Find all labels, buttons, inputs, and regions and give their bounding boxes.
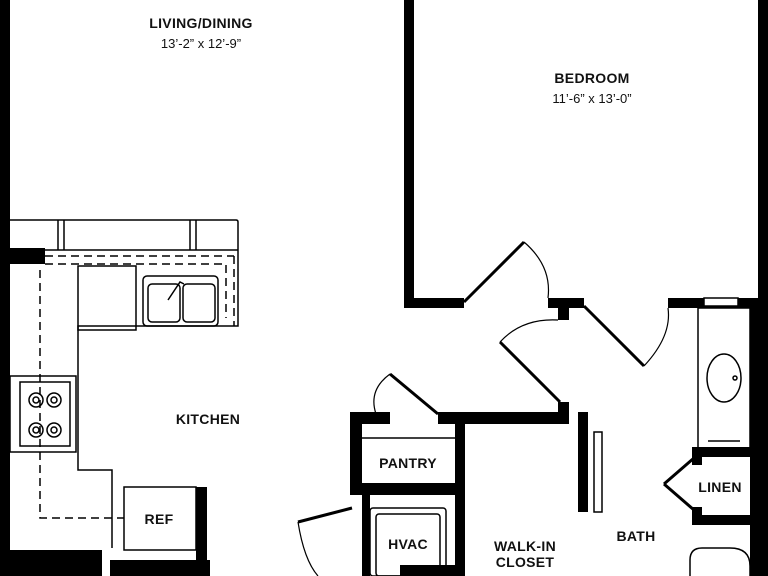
wall-kitchen-stub	[0, 248, 45, 264]
pantry-label: PANTRY	[379, 455, 437, 471]
wall-closet-jamb	[558, 402, 569, 424]
bath-vanity	[697, 307, 751, 449]
burner-inner	[32, 396, 40, 404]
wall-pantry-bottom	[350, 483, 460, 495]
bath-label: BATH	[616, 528, 656, 544]
kitchen-sink	[142, 275, 219, 327]
bedroom-size: 11’-6” x 13’-0”	[552, 91, 632, 106]
wall-linen-jamb-top	[692, 447, 702, 465]
bedroom-label: BEDROOM	[554, 70, 630, 86]
wall-bedroom-left	[404, 0, 414, 308]
wall-bath-top	[668, 298, 698, 308]
pantry-door	[389, 372, 439, 416]
linen-door-upper	[663, 456, 695, 486]
burner-inner	[50, 396, 58, 404]
wall-bottom-left	[0, 550, 102, 576]
linen-label: LINEN	[698, 479, 742, 495]
closet-door	[498, 340, 562, 404]
burner	[28, 422, 44, 438]
door-swings	[297, 241, 670, 576]
burner-inner	[50, 426, 58, 434]
bedroom-door-swing	[523, 241, 550, 299]
wall-hvac-left	[362, 495, 370, 576]
closet-door-swing	[499, 319, 559, 343]
hvac-door-swing	[297, 521, 319, 576]
kitchen-stove-frame	[9, 375, 77, 453]
hvac-unit	[369, 507, 447, 576]
burner	[28, 392, 44, 408]
ref-label: REF	[144, 511, 174, 527]
bath-sink	[706, 353, 742, 403]
living-dining-label: LIVING/DINING	[149, 15, 253, 31]
kitchen-label: KITCHEN	[175, 411, 241, 427]
bedroom-door	[462, 240, 526, 304]
hvac-door	[297, 506, 353, 524]
upper-cabinets	[39, 255, 235, 519]
bath-faucet	[732, 375, 738, 381]
wall-bottom-closet	[400, 565, 455, 576]
pantry-door-swing	[373, 373, 391, 415]
burner-inner	[32, 426, 40, 434]
wall-pantry-left	[350, 412, 362, 492]
burner	[46, 392, 62, 408]
sink-faucet	[167, 281, 185, 301]
bath-door-swing	[643, 307, 670, 367]
sink-basin-right	[182, 283, 216, 323]
wall-bedroom-bottom-left	[404, 298, 464, 308]
doors	[297, 240, 695, 524]
kitchen-counter	[10, 219, 239, 548]
hvac-unit-inner	[375, 513, 441, 576]
wall-bedroom-jamb-post	[558, 298, 569, 320]
wall-ref-right	[196, 487, 207, 562]
bath-door	[582, 304, 646, 368]
wall-bottom-mid	[110, 560, 210, 576]
bath-window	[703, 297, 739, 307]
burner	[46, 422, 62, 438]
wall-closet-top	[438, 412, 568, 424]
wall-bath-right	[750, 298, 768, 576]
kitchen-stove	[19, 381, 71, 447]
fixtures	[9, 219, 751, 576]
wall-linen-jamb-bottom	[692, 507, 702, 525]
wall-pantry-top-left	[350, 412, 390, 424]
linen-door-lower	[663, 482, 695, 512]
sink-basin-left	[147, 283, 181, 323]
wall-linen-top	[692, 447, 768, 457]
closet-door-panel	[593, 431, 603, 513]
bath-toilet	[689, 547, 751, 576]
wall-left-exterior	[0, 0, 10, 576]
wall-right-exterior	[758, 0, 768, 576]
hvac-label: HVAC	[388, 536, 428, 552]
kitchen-dishwasher	[77, 265, 137, 331]
wall-bath-left	[578, 412, 588, 512]
wall-linen-bottom	[692, 515, 768, 525]
living-dining-size: 13’-2” x 12’-9”	[160, 36, 242, 51]
walk-in-closet-label: WALK-IN CLOSET	[494, 538, 556, 570]
upper-cabinet-left	[39, 270, 124, 519]
